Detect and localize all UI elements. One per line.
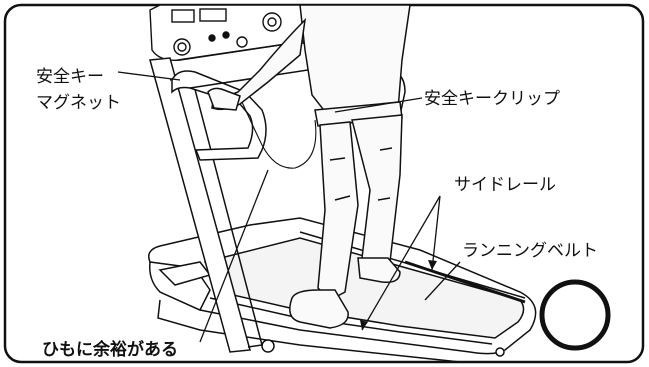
label-safety-key-magnet-line2: マグネット <box>36 93 121 113</box>
leader-lines <box>117 71 461 343</box>
correct-circle-mark <box>539 279 611 351</box>
label-safety-key-magnet-line1: 安全キー <box>36 67 104 87</box>
person-figure <box>207 4 411 329</box>
label-safety-key-clip: 安全キークリップ <box>424 89 560 109</box>
label-side-rail: サイドレール <box>454 175 556 195</box>
label-cord-slack: ひもに余裕がある <box>42 339 178 360</box>
label-running-belt: ランニングベルト <box>462 241 598 261</box>
leader-arrowheads <box>360 260 437 330</box>
console <box>149 4 319 61</box>
safety-key-cord <box>241 101 317 169</box>
